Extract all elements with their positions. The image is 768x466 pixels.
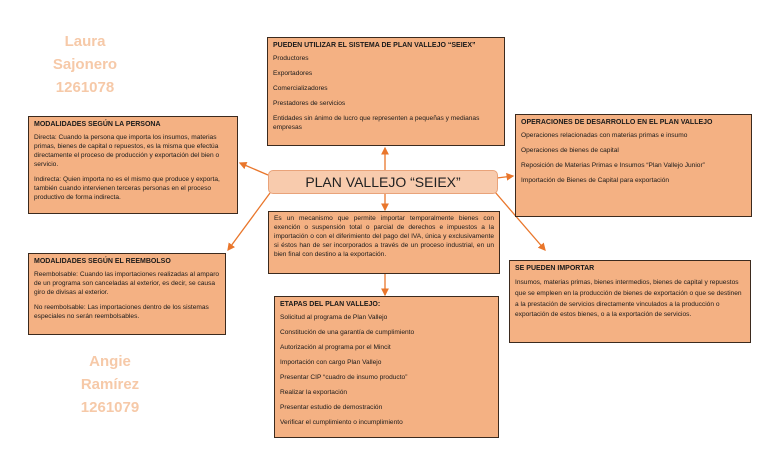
persona-box: MODALIDADES SEGÚN LA PERSONA Directa: Cu… [28,116,238,214]
usuarios-heading: PUEDEN UTILIZAR EL SISTEMA DE PLAN VALLE… [273,42,476,49]
operaciones-box: OPERACIONES DE DESARROLLO EN EL PLAN VAL… [515,114,752,217]
arrow-to-operaciones [496,172,515,181]
usuarios-item: Prestadores de servicios [273,100,346,108]
persona-directa: Directa: Cuando la persona que importa l… [34,134,220,169]
second-author-first-name: Angie [89,353,131,370]
operaciones-heading: OPERACIONES DE DESARROLLO EN EL PLAN VAL… [521,119,713,126]
second-author-watermark: Angie Ramírez 1261079 [60,350,160,419]
second-author-last-name: Ramírez [80,376,140,393]
usuarios-item: Entidades sin ánimo de lucro que represe… [273,115,480,131]
reembolso-box: MODALIDADES SEGÚN EL REEMBOLSO Reembolsa… [28,253,226,335]
importar-heading: SE PUEDEN IMPORTAR [515,265,595,272]
arrow-to-reembolso [227,192,271,252]
second-author-id: 1261079 [80,399,140,416]
etapas-heading: ETAPAS DEL PLAN VALLEJO: [280,301,381,308]
operaciones-item: Importación de Bienes de Capital para ex… [521,177,670,185]
persona-heading: MODALIDADES SEGÚN LA PERSONA [34,121,161,128]
etapa-item: Presentar estudio de demostración [280,403,383,411]
definicion-text: Es un mecanismo que permite importar tem… [274,215,494,258]
author-watermark: Laura Sajonero 1261078 [40,30,130,99]
etapa-item: Importación con cargo Plan Vallejo [280,359,382,367]
reembolso-item: Reembolsable: Cuando las importaciones r… [34,271,220,297]
etapas-box: ETAPAS DEL PLAN VALLEJO: Solicitud al pr… [274,296,499,438]
usuarios-item: Productores [273,55,309,63]
importar-text: Insumos, materias primas, bienes interme… [515,279,742,319]
etapa-item: Solicitud al programa de Plan Vallejo [280,314,388,322]
importar-box: SE PUEDEN IMPORTAR Insumos, materias pri… [509,260,751,343]
etapa-item: Presentar CIP “cuadro de insumo producto… [280,374,408,381]
author-last-name: Sajonero [52,56,118,73]
definicion-box: Es un mecanismo que permite importar tem… [268,211,500,274]
etapa-item: Autorización al programa por el Mincit [280,344,391,352]
operaciones-item: Reposición de Materias Primas e Insumos … [521,162,705,170]
persona-indirecta: Indirecta: Quien importa no es el mismo … [34,176,220,201]
reembolso-item: No reembolsable: Las importaciones dentr… [34,304,209,320]
etapa-item: Realizar la exportación [280,388,348,396]
operaciones-item: Operaciones relacionadas con materias pr… [521,132,688,140]
main-title: PLAN VALLEJO “SEIEX” [268,170,498,194]
operaciones-item: Operaciones de bienes de capital [521,147,619,155]
usuarios-item: Comercializadores [273,85,328,93]
reembolso-heading: MODALIDADES SEGÚN EL REEMBOLSO [34,258,171,265]
usuarios-box: PUEDEN UTILIZAR EL SISTEMA DE PLAN VALLE… [267,37,505,146]
usuarios-item: Exportadores [273,70,313,78]
etapa-item: Verificar el cumplimiento o incumplimien… [280,418,403,426]
etapa-item: Constitución de una garantía de cumplimi… [280,329,415,337]
arrow-to-persona [238,161,269,176]
author-first-name: Laura [64,33,106,50]
author-id: 1261078 [55,79,115,96]
arrow-to-importar [494,191,546,251]
